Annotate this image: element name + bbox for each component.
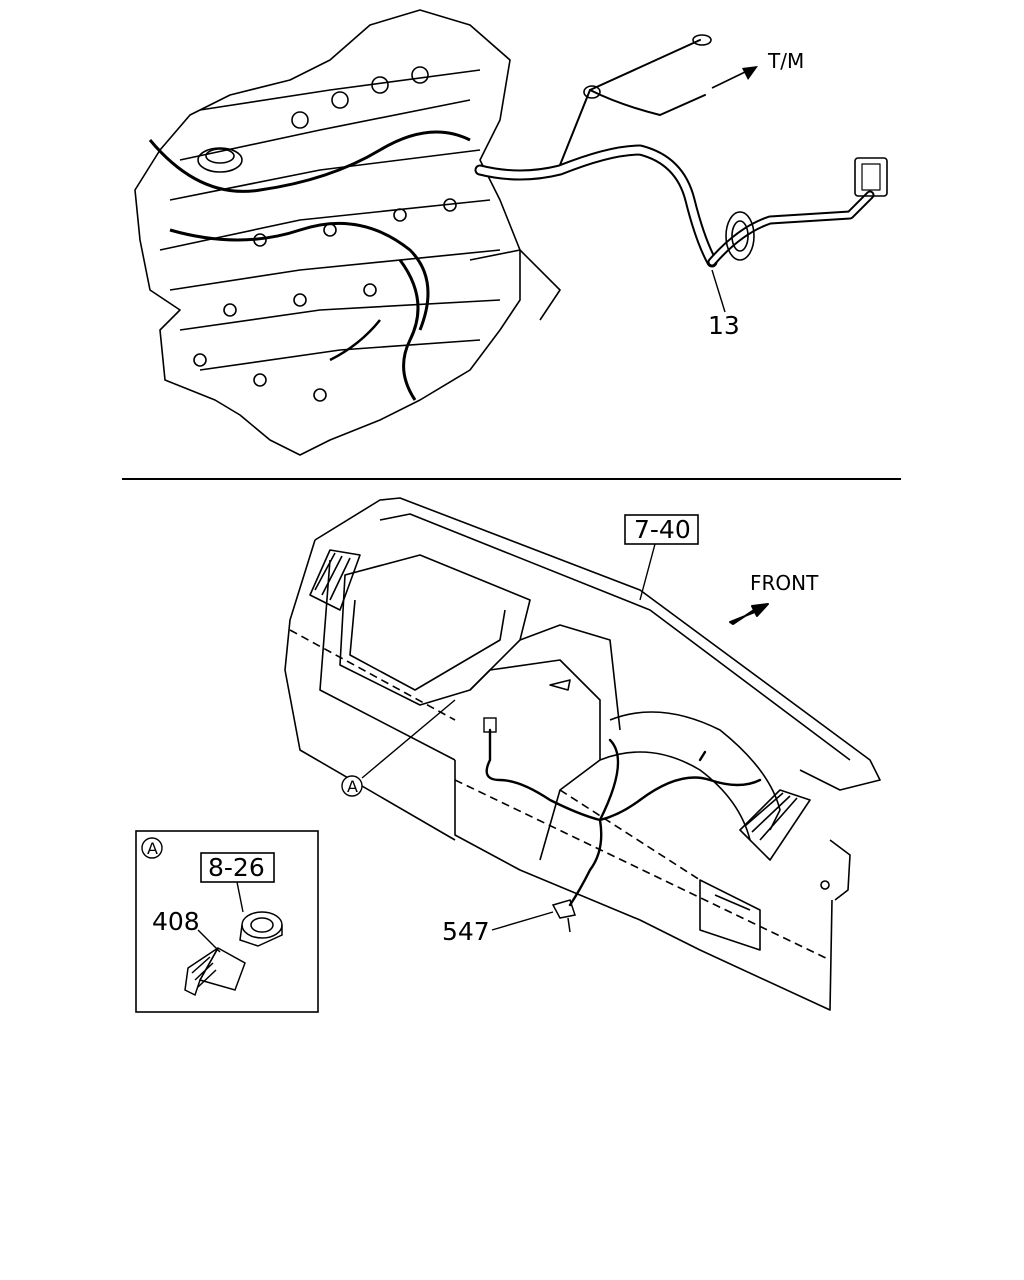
part-547-grommet (551, 899, 576, 933)
leader-13 (711, 269, 726, 313)
tm-label: T/M (767, 49, 804, 73)
part-547-label: 547 (442, 917, 490, 946)
part-408-element (184, 946, 246, 997)
ref-box-7-40: 7-40 (624, 514, 699, 545)
ref-box-8-26 (200, 852, 275, 883)
leader-a (361, 699, 456, 779)
callout-a-circle (341, 775, 363, 797)
detail-a-badge-label: A (147, 839, 158, 858)
detail-a-badge (141, 837, 163, 859)
socket-part (239, 911, 283, 947)
front-arrow (729, 603, 769, 625)
dashboard-harness (483, 717, 762, 907)
part-408-label: 408 (152, 907, 200, 936)
ref-8-26-label: 8-26 (208, 853, 265, 882)
leader-547 (491, 911, 554, 931)
detail-a-box: A 8-26 408 (135, 830, 319, 1013)
callout-a-label: A (347, 777, 358, 796)
front-label: FRONT (750, 571, 819, 595)
instrument-panel (284, 497, 881, 1011)
leader-408 (197, 929, 221, 953)
part-13-label: 13 (708, 311, 740, 340)
leader-7-40 (639, 543, 656, 601)
svg-text:7-40: 7-40 (634, 515, 691, 544)
engine-harness-13 (474, 34, 888, 268)
tm-direction-arrow (711, 66, 758, 89)
engine-assembly (134, 9, 561, 456)
leader-8-26 (236, 881, 244, 913)
